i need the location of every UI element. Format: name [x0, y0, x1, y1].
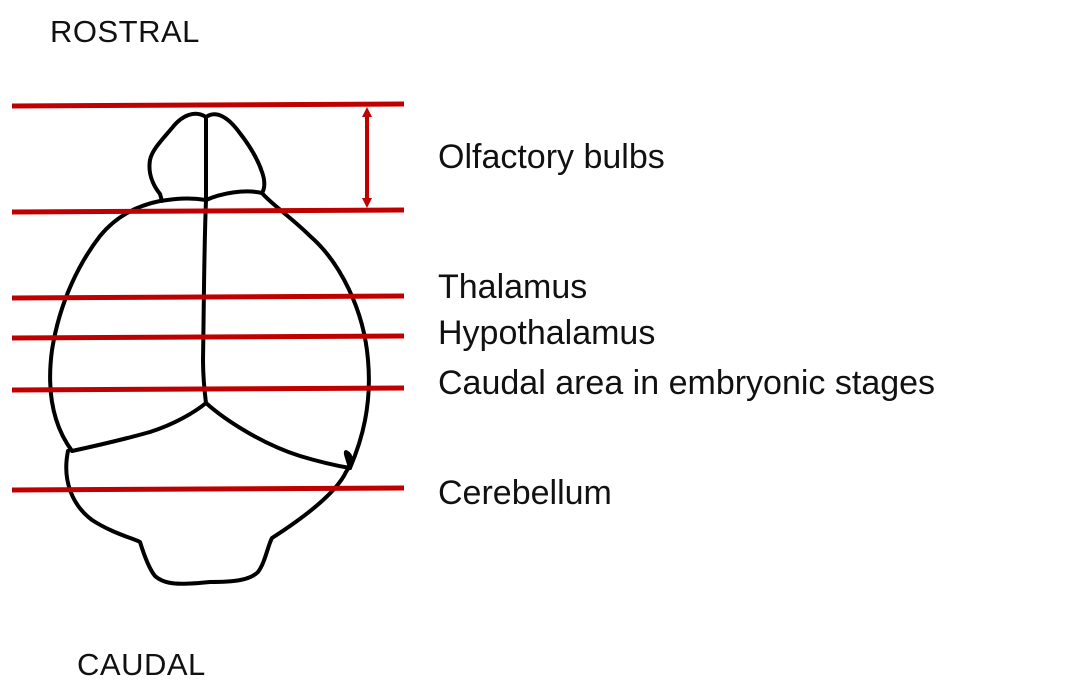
cerebrum-outline: [50, 191, 369, 468]
cerebellum-outline: [66, 451, 351, 584]
left-olfactory-bulb: [149, 114, 206, 201]
caudal-line: [12, 388, 404, 390]
olfactory-bottom-line: [12, 210, 404, 212]
right-olfactory-bulb: [206, 114, 264, 193]
cerebellum-line: [12, 488, 404, 490]
thalamus-line: [12, 296, 404, 298]
region-label-olfactory: Olfactory bulbs: [438, 138, 665, 177]
olfactory-top-line: [12, 104, 404, 106]
region-label-thalamus: Thalamus: [438, 268, 587, 307]
cerebrum-midline: [203, 200, 206, 403]
hypothalamus-line: [12, 336, 404, 338]
region-label-hypothalamus: Hypothalamus: [438, 314, 655, 353]
region-label-cerebellum: Cerebellum: [438, 474, 612, 513]
region-label-caudal-area: Caudal area in embryonic stages: [438, 364, 935, 403]
